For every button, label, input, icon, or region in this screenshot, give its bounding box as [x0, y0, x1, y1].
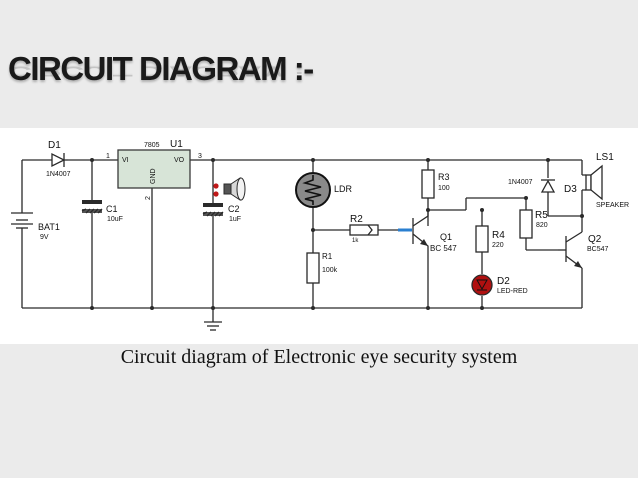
diode-d1: D1 1N4007 [46, 140, 71, 178]
capacitor-c1: C1 10uF [81, 200, 123, 223]
q2-value: BC547 [587, 246, 609, 253]
r3-ref: R3 [438, 172, 450, 182]
junction-dot [580, 214, 584, 218]
d1-ref: D1 [48, 140, 61, 151]
r5-ref: R5 [535, 210, 548, 221]
r1-ref: R1 [322, 252, 333, 261]
led-d2: D2 LED-RED [471, 274, 528, 296]
regulator-u1: 7805 U1 VI VO GND 1 3 2 [106, 139, 202, 200]
q1-value: BC 547 [430, 244, 457, 253]
c2-value: 1uF [229, 216, 241, 223]
junction-dot [90, 306, 94, 310]
resistor-r1: R1 100k [306, 252, 338, 284]
resistor-r2: R2 1k [349, 214, 379, 244]
transistor-q2: Q2 BC547 [558, 231, 609, 269]
junction-dot [426, 158, 430, 162]
u1-pin1: 1 [106, 153, 110, 160]
r2-value: 1k [352, 238, 359, 244]
junction-dot [524, 196, 528, 200]
r4-value: 220 [492, 242, 504, 249]
ls1-value: SPEAKER [596, 202, 629, 209]
c2-ref: C2 [228, 204, 240, 214]
junction-dot [311, 158, 315, 162]
q1-ref: Q1 [440, 232, 452, 242]
junction-dot [546, 158, 550, 162]
junction-dots [90, 158, 584, 310]
junction-dot [211, 306, 215, 310]
resistor-r5: R5 820 [519, 209, 548, 239]
slide-title-reflection: CIRCUIT DIAGRAM :- [8, 63, 313, 80]
d2-value: LED-RED [497, 288, 528, 295]
c1-ref: C1 [106, 204, 118, 214]
capacitor-c2: C2 1uF [202, 183, 241, 223]
d3-value: 1N4007 [508, 179, 533, 186]
buzzer-icon [223, 177, 246, 201]
junction-dot [211, 158, 215, 162]
c1-value: 10uF [107, 216, 123, 223]
resistor-r3: R3 100 [421, 169, 450, 199]
probe-dot [213, 183, 219, 189]
u1-vo: VO [174, 157, 185, 164]
battery-bat1: BAT1 9V [11, 212, 60, 241]
bat1-ref: BAT1 [38, 222, 60, 232]
resistor-r4: R4 220 [475, 225, 505, 253]
junction-dot [480, 208, 484, 212]
junction-dot [150, 306, 154, 310]
diagram-caption: Circuit diagram of Electronic eye securi… [120, 346, 518, 368]
junction-dot [311, 306, 315, 310]
r2-ref: R2 [350, 214, 363, 225]
d1-value: 1N4007 [46, 171, 71, 178]
ls1-ref: LS1 [596, 152, 614, 163]
r4-ref: R4 [492, 230, 505, 241]
ground-symbol [204, 321, 222, 331]
r5-value: 820 [536, 222, 548, 229]
u1-vi: VI [122, 157, 129, 164]
q2-ref: Q2 [588, 234, 602, 245]
bat1-value: 9V [40, 234, 49, 241]
ldr-sensor: LDR [295, 172, 353, 208]
wires [21, 159, 583, 322]
slide-title-text: CIRCUIT DIAGRAM :- [8, 50, 314, 87]
diode-d3: 1N4007 D3 [508, 179, 577, 195]
transistor-q1: Q1 BC 547 [398, 210, 457, 256]
r3-value: 100 [438, 185, 450, 192]
ldr-label: LDR [334, 184, 353, 194]
junction-dot [426, 306, 430, 310]
junction-dot [90, 158, 94, 162]
slide-title: CIRCUIT DIAGRAM :- CIRCUIT DIAGRAM :- [8, 50, 314, 88]
speaker-ls1: LS1 SPEAKER [582, 152, 629, 209]
u1-pin3: 3 [198, 153, 202, 160]
junction-dot [480, 306, 484, 310]
u1-part: 7805 [144, 142, 160, 149]
d3-ref: D3 [564, 184, 577, 195]
u1-ref: U1 [170, 139, 183, 150]
junction-dot [311, 228, 315, 232]
d2-ref: D2 [497, 276, 510, 287]
r1-value: 100k [322, 267, 338, 274]
u1-gnd: GND [150, 168, 157, 184]
probe-dot [213, 191, 219, 197]
u1-pin2: 2 [145, 196, 152, 200]
circuit-diagram: D1 1N4007 BAT1 9V C1 10uF 7805 U1 VI VO … [11, 139, 629, 331]
